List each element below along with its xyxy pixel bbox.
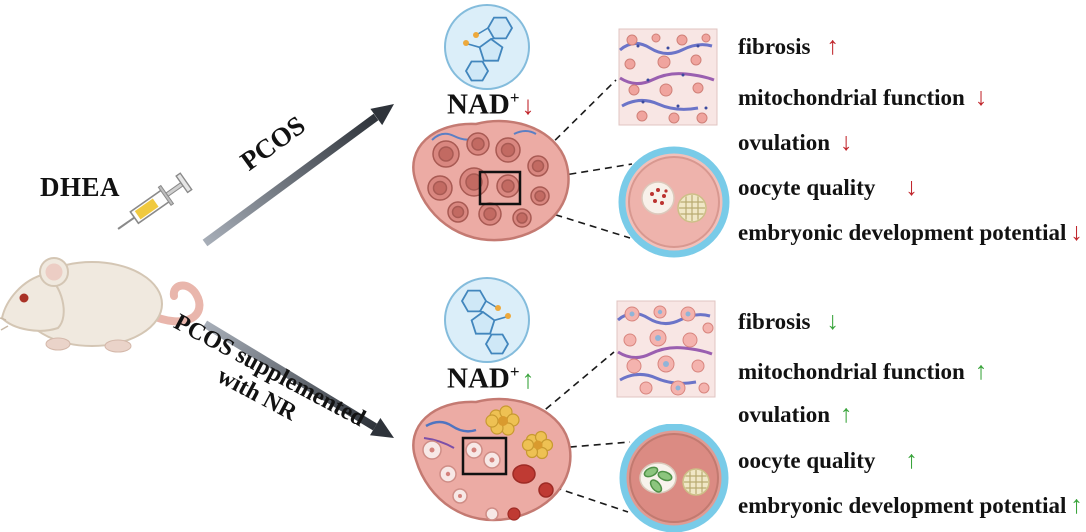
nad-plus: + [509,88,520,107]
dhea-label: DHEA [40,172,121,202]
up-arrow-icon: ↑ [974,358,988,385]
nad-label: NAD [447,362,510,395]
outcome-mitochondrial-top: mitochondrial function ↓ [738,84,987,112]
outcome-oocyte-quality-top: oocyte quality ↓ [738,174,918,202]
pcos-arrow [202,104,394,247]
ovarian-tissue-histology-nr [616,300,716,398]
outcome-ovulation-top: ovulation ↓ [738,129,853,157]
outcome-label: ovulation [738,130,831,155]
outcome-label: oocyte quality [738,175,876,200]
outcome-label: embryonic development potential [738,220,1067,245]
nad-label: NAD [447,88,510,121]
outcome-fibrosis-top: fibrosis ↑ [738,33,839,61]
outcome-ovulation-bottom: ovulation ↑ [738,401,853,429]
down-arrow-icon: ↓ [905,174,918,201]
oocyte-cross-section-nr [618,424,730,532]
ovary-illustration-nr [396,386,578,528]
nad-molecule-icon [443,276,531,364]
outcome-fibrosis-bottom: fibrosis ↓ [738,308,839,336]
zoom-region-box [461,436,508,476]
down-arrow-icon: ↓ [826,308,839,335]
zoom-region-box [478,170,522,206]
syringe-icon [111,166,201,240]
ovarian-tissue-histology-pcos [618,28,718,126]
up-arrow-icon: ↑ [826,33,839,60]
outcome-embryonic-bottom: embryonic development potential↑ [738,492,1083,520]
ovary-illustration-pcos [396,110,578,248]
nad-level-top: NAD+↓ [447,88,535,122]
nad-molecule-icon [443,3,531,91]
up-arrow-icon: ↑ [521,364,535,394]
up-arrow-icon: ↑ [905,447,918,474]
up-arrow-icon: ↑ [1070,492,1083,519]
outcome-oocyte-quality-bottom: oocyte quality ↑ [738,447,918,475]
nr-arrow [202,320,394,438]
outcome-label: mitochondrial function [738,359,965,384]
nad-level-bottom: NAD+↑ [447,362,535,396]
down-arrow-icon: ↓ [521,90,535,120]
oocyte-cross-section-pcos [618,146,730,258]
outcome-label: ovulation [738,402,831,427]
outcome-label: fibrosis [738,34,811,59]
down-arrow-icon: ↓ [974,84,988,111]
outcome-label: mitochondrial function [738,85,965,110]
outcome-label: oocyte quality [738,448,876,473]
nad-plus: + [509,362,520,381]
down-arrow-icon: ↓ [1070,219,1083,246]
outcome-mitochondrial-bottom: mitochondrial function ↑ [738,358,987,386]
outcome-embryonic-top: embryonic development potential↓ [738,219,1083,247]
down-arrow-icon: ↓ [840,129,853,156]
outcome-label: embryonic development potential [738,493,1067,518]
mouse-illustration [0,236,210,354]
outcome-label: fibrosis [738,309,811,334]
up-arrow-icon: ↑ [840,401,853,428]
